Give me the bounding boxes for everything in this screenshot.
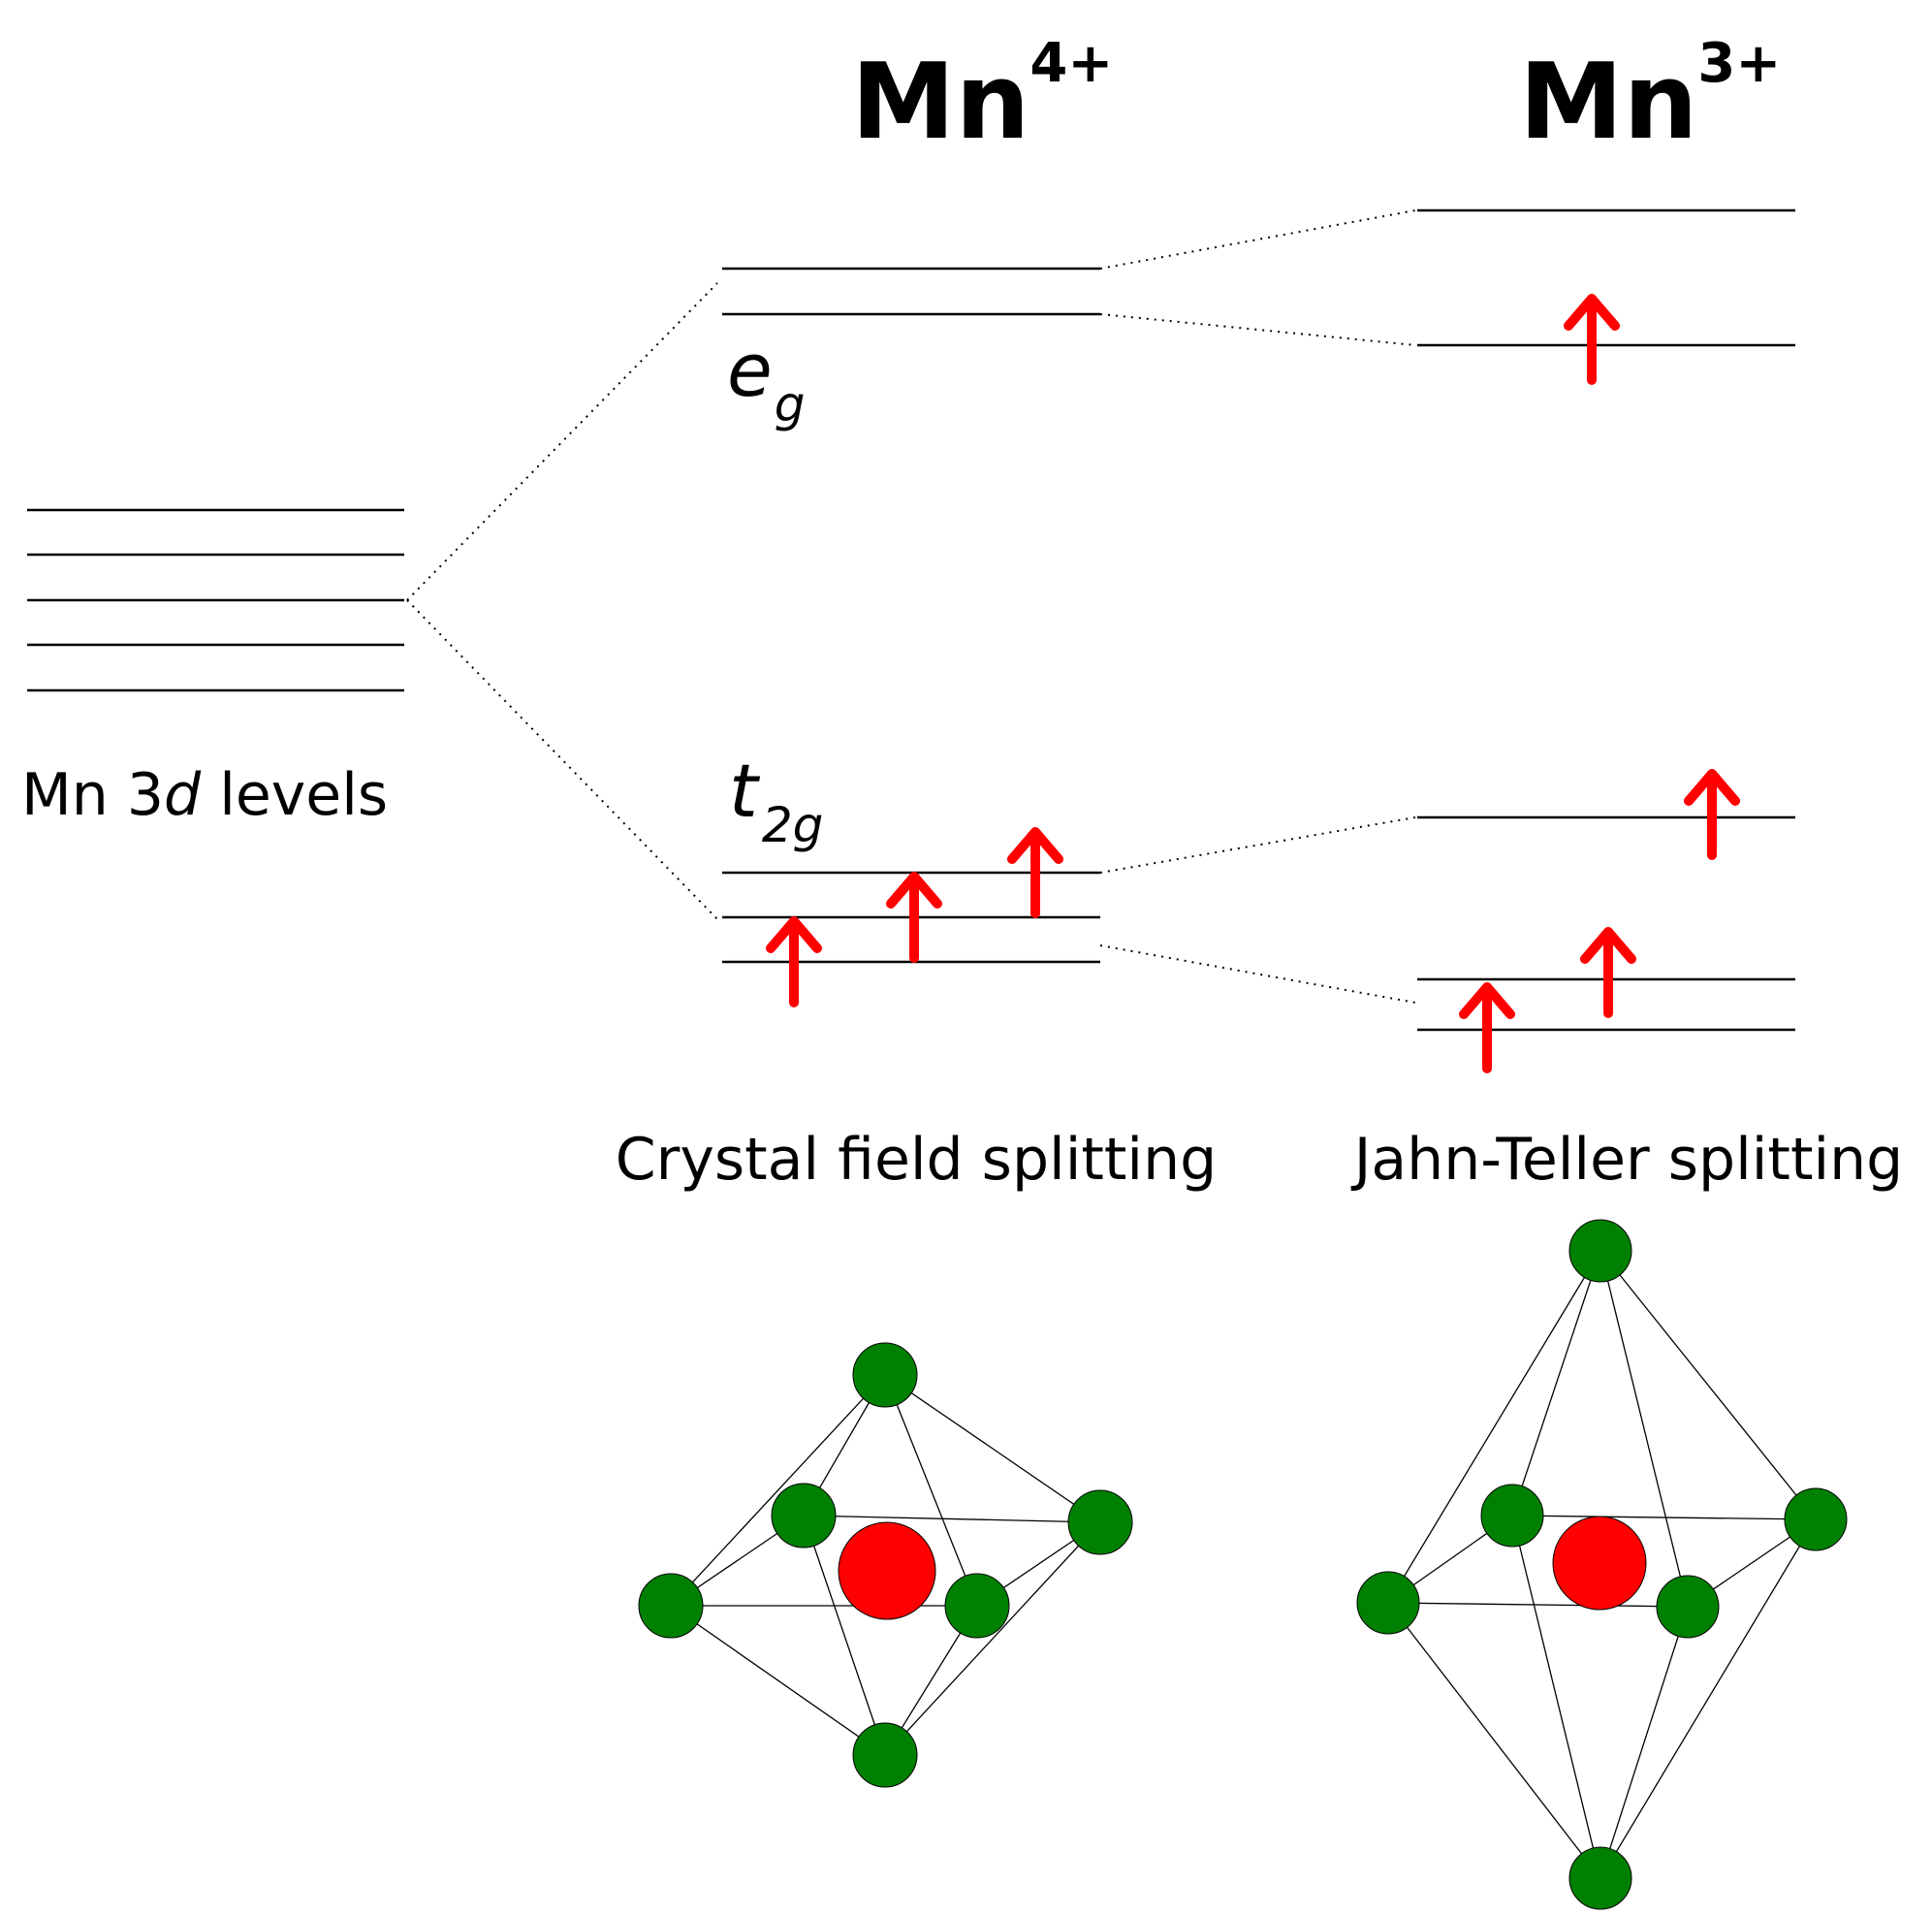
jahn-teller-splitting-label: Jahn-Teller splitting: [1350, 1126, 1904, 1194]
crystal-field-splitting-label: Crystal field splitting: [616, 1126, 1217, 1194]
connector-eg-upper: [1099, 209, 1416, 270]
metal-center-atom: [838, 1521, 936, 1620]
metal-center-atom: [1552, 1516, 1647, 1611]
electron-up-arrow: [1464, 987, 1510, 1069]
ligand-atom: [1568, 1846, 1632, 1910]
mn4-eg-levels: [722, 267, 1100, 316]
electron-up-arrow: [1585, 932, 1631, 1013]
eg-label: eg: [727, 327, 806, 432]
mn3-base: Mn: [1519, 42, 1697, 163]
electron-up-arrow: [1689, 774, 1735, 855]
connector-t2g-upper: [1099, 816, 1416, 874]
ligand-atom: [1480, 1484, 1544, 1548]
ligand-atom: [1656, 1575, 1720, 1639]
ligand-atom: [944, 1573, 1010, 1639]
ligand-atom: [1356, 1571, 1420, 1635]
mn-3d-levels-label: Mn 3d levels: [21, 761, 388, 829]
mn3-eg-levels: [1417, 208, 1795, 347]
ligand-atom: [1568, 1219, 1632, 1283]
ligand-atom: [1784, 1487, 1848, 1551]
mn-3d-levels: [27, 508, 404, 692]
connector-eg-lower: [1099, 313, 1416, 346]
ligand-atom: [771, 1483, 837, 1549]
connector-to-eg: [406, 282, 718, 601]
mn4-base: Mn: [851, 42, 1029, 163]
connector-to-t2g: [406, 599, 718, 920]
electron-up-arrow: [1568, 299, 1615, 380]
ligand-atom: [852, 1342, 918, 1408]
ligand-atom: [1067, 1489, 1133, 1555]
mn3-charge: 3+: [1697, 32, 1781, 95]
mn4-charge: 4+: [1029, 32, 1113, 95]
regular-octahedron: [638, 1342, 1133, 1788]
connector-t2g-lower: [1099, 944, 1416, 1004]
ligand-atom: [638, 1573, 704, 1639]
distorted-octahedron: [1356, 1219, 1848, 1910]
mn4-title: Mn4+: [851, 32, 1113, 163]
mn3-title: Mn3+: [1519, 32, 1781, 163]
t2g-label: t2g: [729, 748, 823, 853]
ligand-atom: [852, 1722, 918, 1788]
